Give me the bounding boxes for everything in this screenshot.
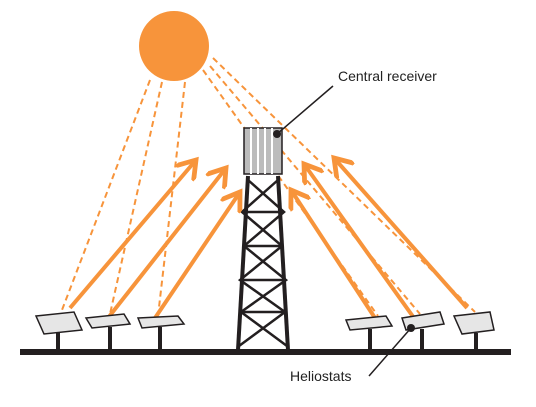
central-receiver-label: Central receiver (338, 68, 437, 84)
heliostats (34, 311, 495, 350)
tower (236, 175, 290, 351)
reflected-rays (68, 158, 469, 320)
heliostat (84, 313, 132, 350)
heliostats-leader (368, 324, 415, 377)
heliostat (344, 315, 394, 350)
heliostat (34, 311, 84, 350)
heliostats-label: Heliostats (290, 368, 352, 384)
heliostat (136, 315, 186, 350)
sun (139, 11, 209, 81)
receiver-leader (273, 85, 334, 138)
heliostat (452, 311, 495, 350)
